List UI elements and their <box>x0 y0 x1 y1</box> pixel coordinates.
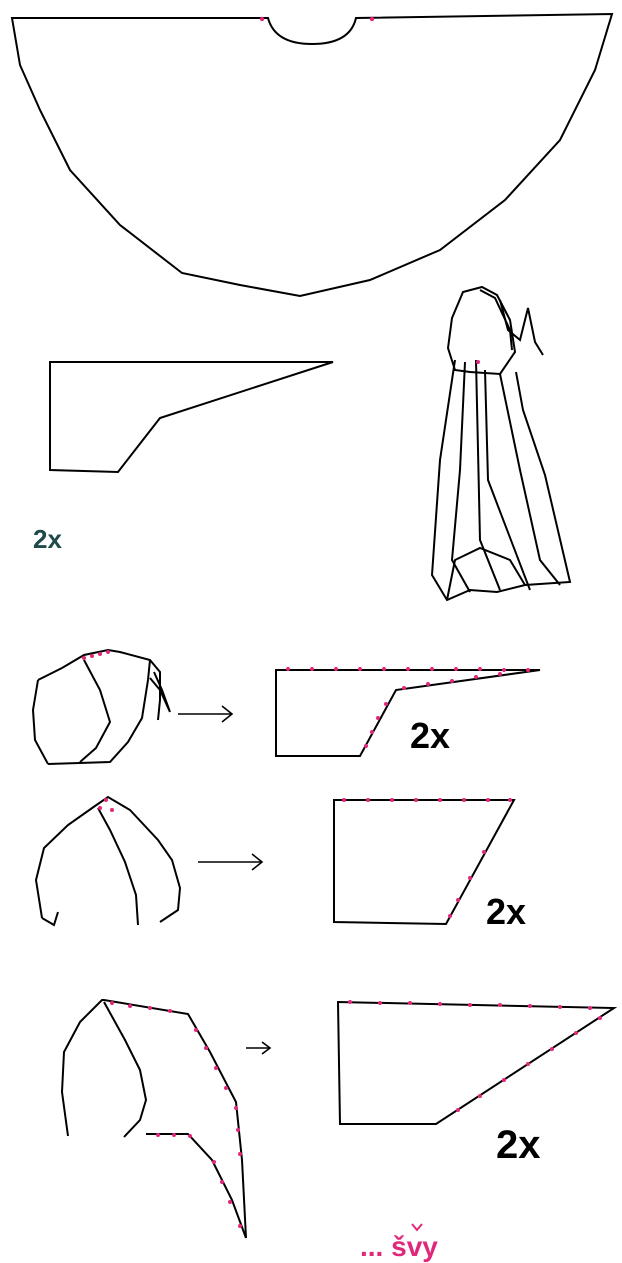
quantity-label: 2x <box>33 524 62 554</box>
seam-legend-text: ... švy <box>360 1231 438 1262</box>
hood-sketch-a <box>33 650 170 764</box>
hood-piece-a <box>276 667 540 756</box>
quantity-label: 2x <box>410 715 450 756</box>
seam-marks-piece-a <box>286 667 530 748</box>
cape-pattern-piece <box>12 14 612 296</box>
seam-marks-piece-c <box>348 1000 602 1112</box>
hood-piece-c <box>338 1000 614 1124</box>
quantity-label: 2x <box>496 1123 541 1167</box>
arrow-a <box>178 706 232 722</box>
cloaked-figure-sketch <box>432 287 570 600</box>
arrow-b <box>198 854 262 870</box>
hood-sketch-c <box>62 1000 246 1238</box>
hood-strip-piece <box>50 362 333 472</box>
quantity-label: 2x <box>486 891 526 932</box>
hood-sketch-b <box>36 797 180 925</box>
arrow-c <box>246 1042 270 1054</box>
seam-legend: ... švy <box>360 1224 438 1262</box>
seam-marks-c <box>110 1001 242 1228</box>
